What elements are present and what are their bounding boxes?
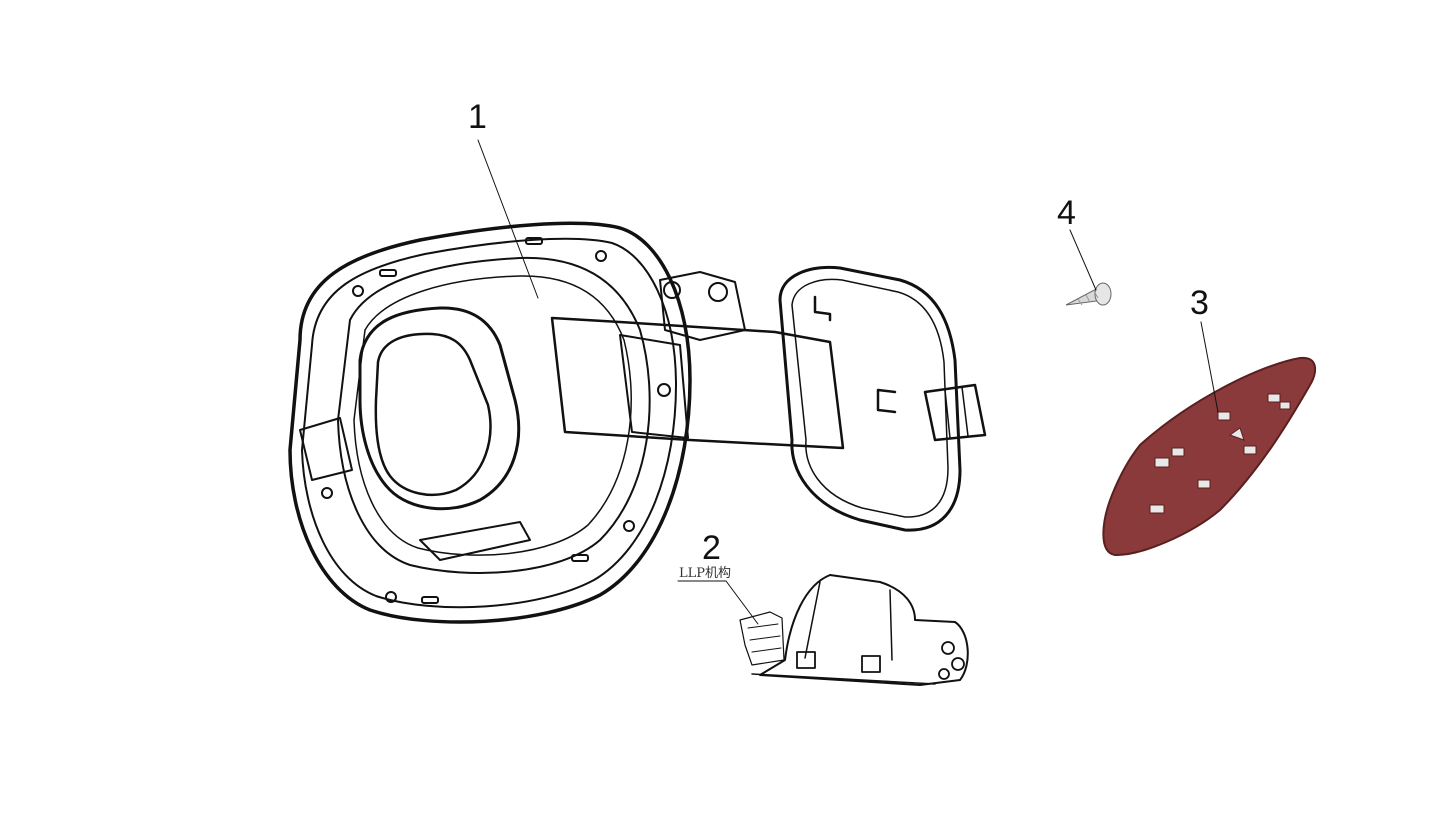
part-3-inner-cover — [1102, 356, 1317, 557]
cover-clips — [1149, 393, 1291, 514]
part-1-fuel-door-housing — [288, 221, 987, 624]
callout-1: 1 — [468, 98, 487, 136]
callout-4: 4 — [1057, 194, 1076, 232]
llp-mechanism-label: LLP机构 — [679, 566, 732, 581]
callout-2: 2 — [702, 529, 721, 567]
leader-lines — [477, 139, 1219, 625]
part-2-llp-mechanism — [739, 574, 969, 686]
callout-3: 3 — [1190, 284, 1209, 322]
part-4-screw — [1065, 282, 1112, 306]
